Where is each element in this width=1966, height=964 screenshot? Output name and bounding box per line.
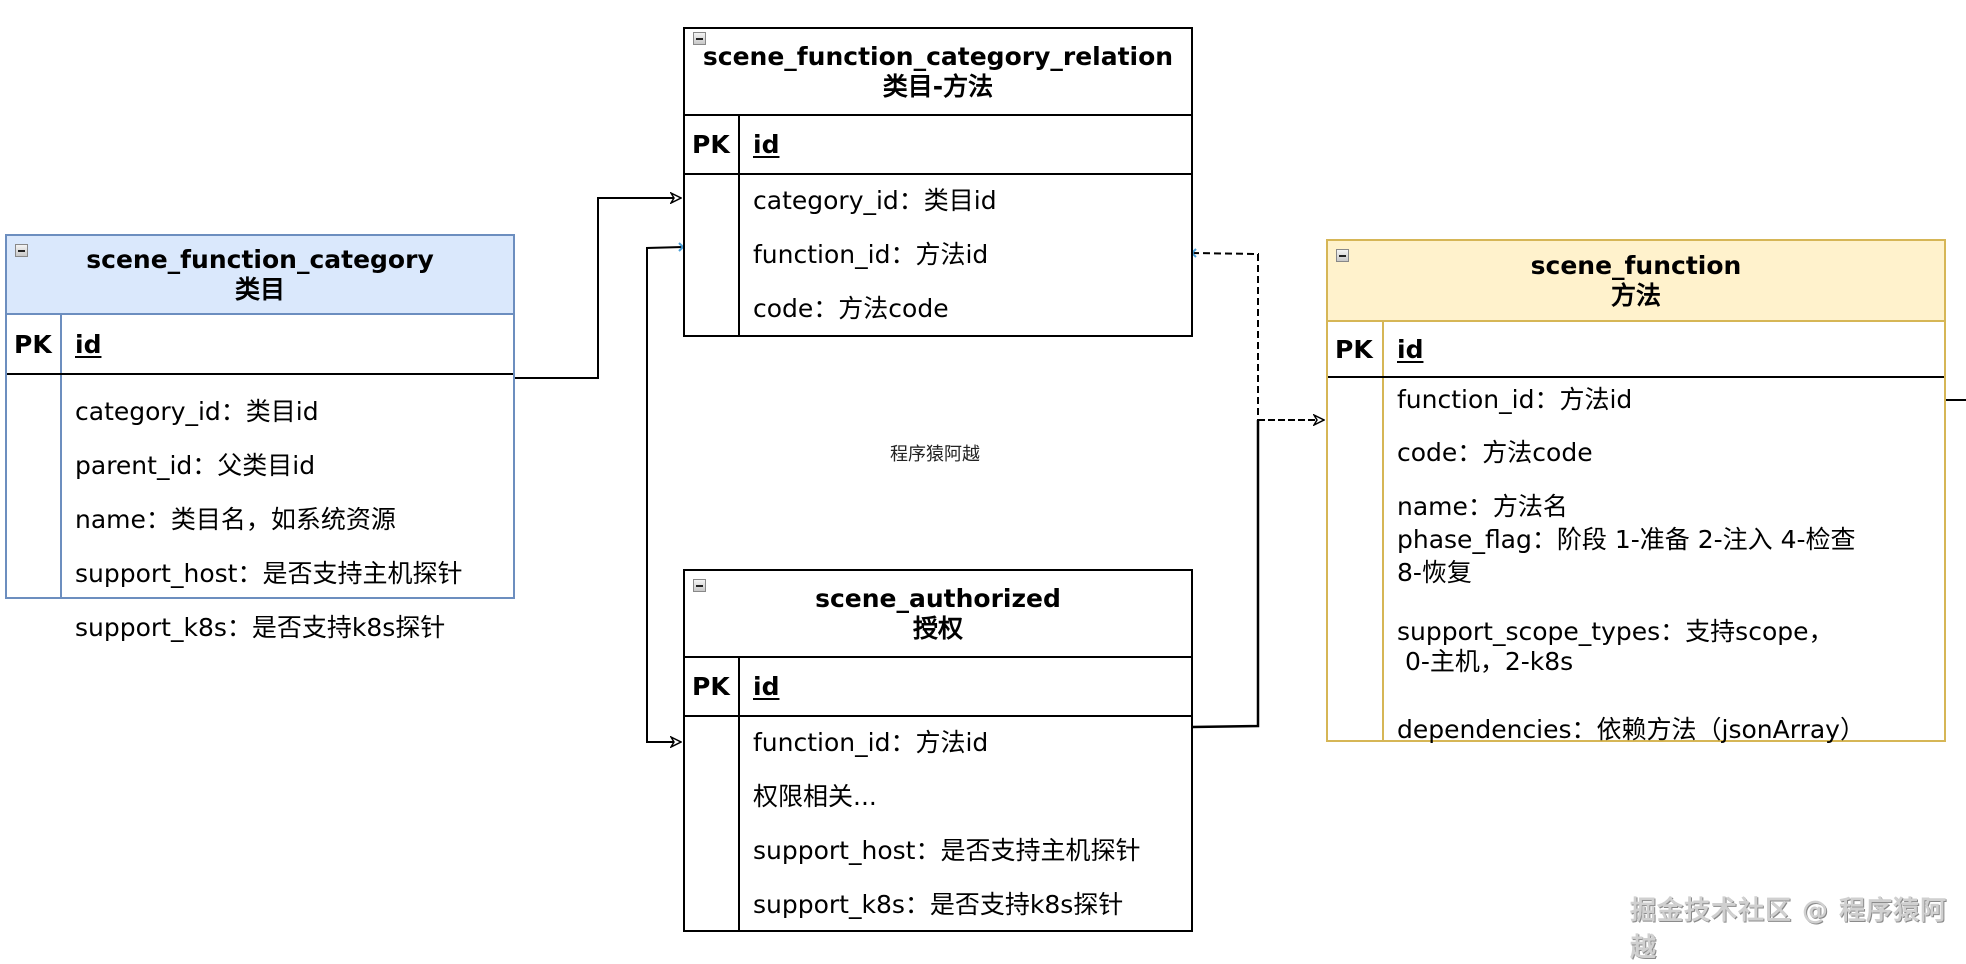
field-row[interactable]: function_id：方法id [1397, 385, 1633, 414]
field-row[interactable]: parent_id：父类目id [75, 451, 316, 480]
field-list: function_id：方法id code：方法code name：方法名 ph… [1397, 378, 1940, 744]
field-row[interactable]: function_id：方法id [753, 728, 989, 757]
connector-category-to-relation [513, 198, 681, 379]
table-subtitle: 类目-方法 [882, 71, 994, 101]
table-header[interactable]: scene_function 方法 [1328, 241, 1944, 322]
pk-row[interactable]: PK id [7, 315, 513, 375]
table-subtitle: 类目 [234, 274, 285, 304]
pk-field: id [75, 329, 102, 359]
field-row[interactable]: code：方法code [1397, 438, 1593, 467]
table-header[interactable]: scene_authorized 授权 [685, 571, 1191, 658]
connector-authorized-to-function [1191, 420, 1260, 729]
table-name: scene_function_category_relation [702, 41, 1174, 71]
field-row[interactable]: name：方法名 phase_flag：阶段 1-准备 2-注入 4-检查 8-… [1397, 492, 1856, 587]
field-row[interactable]: support_host：是否支持主机探针 [75, 559, 463, 588]
table-scene-function-category-relation[interactable]: scene_function_category_relation 类目-方法 P… [683, 27, 1193, 337]
watermark: 掘金技术社区 @ 程序猿阿越 [1630, 896, 1948, 963]
pk-label: PK [14, 329, 52, 359]
pk-label: PK [692, 130, 730, 159]
collapse-icon[interactable] [15, 244, 28, 257]
field-row[interactable]: support_k8s：是否支持k8s探针 [75, 613, 446, 642]
pk-label: PK [692, 672, 730, 701]
field-row[interactable]: category_id：类目id [753, 186, 997, 215]
field-row[interactable]: category_id：类目id [75, 397, 319, 426]
author-label: 程序猿阿越 [890, 444, 980, 465]
connector-relation-to-authorized [646, 246, 684, 742]
field-row[interactable]: support_host：是否支持主机探针 [753, 836, 1141, 865]
key-column-divider [60, 375, 62, 597]
collapse-icon[interactable] [693, 32, 706, 45]
table-name: scene_function_category [86, 244, 434, 274]
field-row[interactable]: support_k8s：是否支持k8s探针 [753, 890, 1124, 919]
field-row[interactable]: support_scope_types：支持scope， 0-主机，2-k8s [1397, 617, 1834, 676]
pk-row[interactable]: PK id [1328, 322, 1944, 378]
key-column-divider [738, 175, 740, 335]
table-subtitle: 方法 [1610, 280, 1661, 310]
pk-field: id [753, 672, 780, 701]
key-column-divider [738, 658, 740, 715]
field-row[interactable]: function_id：方法id [753, 240, 989, 269]
pk-field: id [1397, 334, 1424, 364]
collapse-icon[interactable] [1336, 249, 1349, 262]
collapse-icon[interactable] [693, 579, 706, 592]
key-column-divider [60, 315, 62, 373]
key-column-divider [738, 717, 740, 930]
pk-row[interactable]: PK id [685, 658, 1191, 717]
field-list: category_id：类目id function_id：方法id code：方… [753, 175, 1187, 335]
key-column-divider [1382, 378, 1384, 740]
pk-field: id [753, 130, 780, 159]
table-header[interactable]: scene_function_category 类目 [7, 236, 513, 315]
pk-row[interactable]: PK id [685, 116, 1191, 175]
table-scene-function[interactable]: scene_function 方法 PK id function_id：方法id… [1326, 239, 1946, 744]
field-list: category_id：类目id parent_id：父类目id name：类目… [75, 375, 509, 642]
table-header[interactable]: scene_function_category_relation 类目-方法 [685, 29, 1191, 116]
field-row[interactable]: code：方法code [753, 294, 949, 323]
table-subtitle: 授权 [912, 613, 963, 643]
table-scene-authorized[interactable]: scene_authorized 授权 PK id function_id：方法… [683, 569, 1193, 932]
field-list: function_id：方法id 权限相关... support_host：是否… [753, 717, 1187, 930]
key-column-divider [738, 116, 740, 173]
connector-relation-to-function [1191, 252, 1259, 420]
table-scene-function-category[interactable]: scene_function_category 类目 PK id categor… [5, 234, 515, 642]
table-name: scene_function [1530, 250, 1742, 280]
key-column-divider [1382, 322, 1384, 376]
pk-label: PK [1335, 334, 1373, 364]
field-row[interactable]: dependencies：依赖方法（jsonArray） [1397, 715, 1865, 744]
field-row[interactable]: name：类目名，如系统资源 [75, 505, 396, 534]
table-name: scene_authorized [815, 583, 1061, 613]
field-row[interactable]: 权限相关... [753, 782, 877, 811]
